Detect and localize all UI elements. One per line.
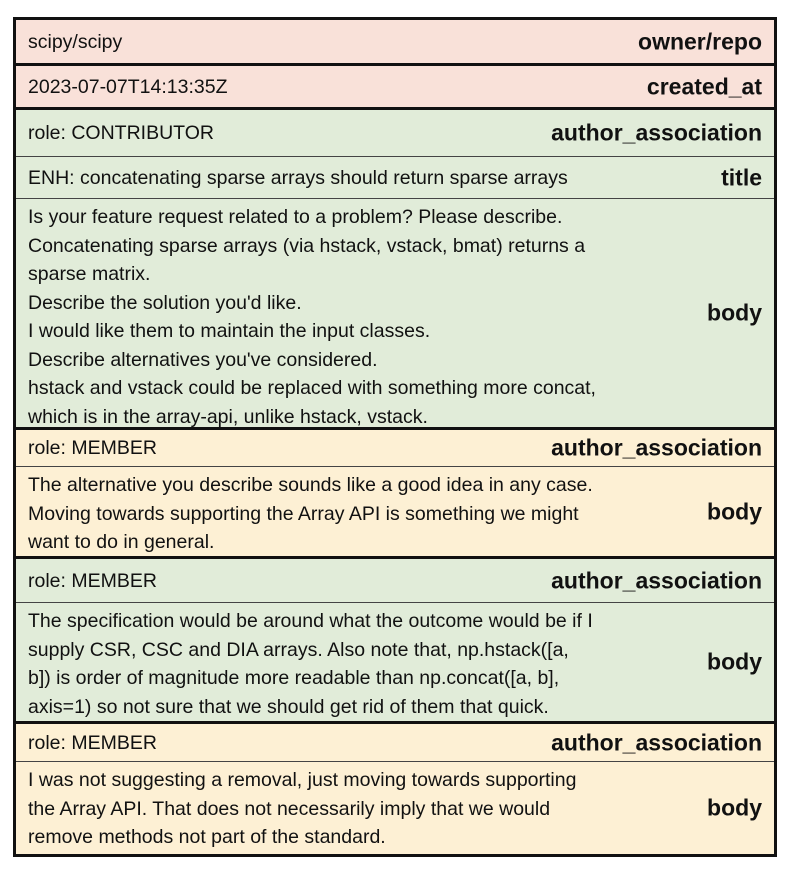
comment2-role-value: role: MEMBER [28,569,157,592]
comment1-role-row: role: MEMBER author_association [16,430,774,467]
issue-body-row: Is your feature request related to a pro… [16,199,774,430]
issue-role-row: role: CONTRIBUTOR author_association [16,110,774,157]
comment1-body-row: The alternative you describe sounds like… [16,467,774,559]
issue-title-row: ENH: concatenating sparse arrays should … [16,157,774,199]
issue-body-value: Is your feature request related to a pro… [28,206,596,428]
comment2-role-row: role: MEMBER author_association [16,559,774,603]
comment1-role-value: role: MEMBER [28,436,157,459]
issue-title-label: title [721,164,762,190]
comment2-body-label: body [707,648,762,675]
issue-role-value: role: CONTRIBUTOR [28,121,214,144]
issue-body-label: body [707,299,762,326]
comment3-role-label: author_association [551,729,762,755]
comment2-body-row: The specification would be around what t… [16,603,774,724]
issue-role-label: author_association [551,119,762,146]
created-label: created_at [646,73,762,99]
comment3-role-value: role: MEMBER [28,731,157,754]
created-row: 2023-07-07T14:13:35Z created_at [16,66,774,110]
comment3-body-row: I was not suggesting a removal, just mov… [16,762,774,854]
repo-value: scipy/scipy [28,30,123,53]
repo-row: scipy/scipy owner/repo [16,20,774,66]
issue-card: scipy/scipy owner/repo 2023-07-07T14:13:… [13,17,777,857]
comment1-role-label: author_association [551,434,762,461]
comment3-body-label: body [707,794,762,821]
issue-title-value: ENH: concatenating sparse arrays should … [28,166,568,189]
repo-label: owner/repo [638,28,762,54]
comment1-body-label: body [707,498,762,524]
comment3-body-value: I was not suggesting a removal, just mov… [28,769,577,848]
comment2-body-value: The specification would be around what t… [28,610,593,718]
created-value: 2023-07-07T14:13:35Z [28,75,228,98]
comment3-role-row: role: MEMBER author_association [16,724,774,762]
comment1-body-value: The alternative you describe sounds like… [28,474,593,553]
comment2-role-label: author_association [551,567,762,593]
